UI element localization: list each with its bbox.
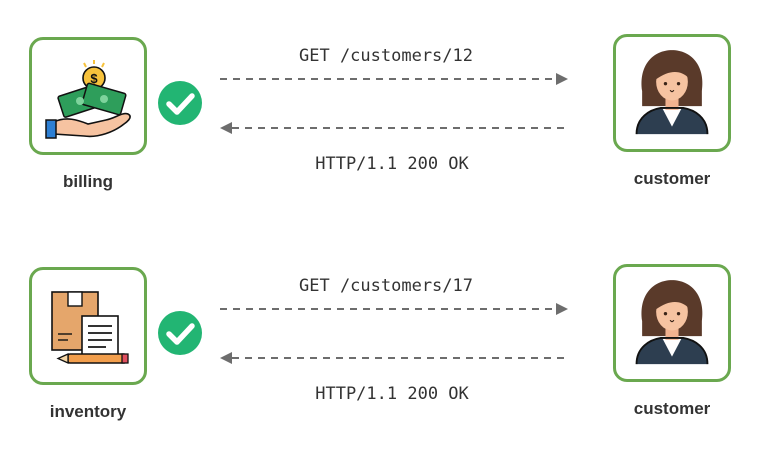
billing-label: billing [62,172,114,191]
woman-avatar-icon [635,279,709,365]
response-status: HTTP/1.1 200 OK [315,154,469,174]
woman-avatar-icon [635,49,709,135]
exchange-row-billing: $ billing GET /customers/12 HTTP/1.1 200… [0,0,784,200]
customer-box [613,34,731,152]
money-hand-icon: $ [45,60,131,139]
customer-label: customer [633,169,711,188]
exchange-row-inventory: inventory GET /customers/17 HTTP/1.1 200… [0,230,784,430]
customer-box [613,264,731,382]
success-check-icon [157,310,203,356]
response-status: HTTP/1.1 200 OK [315,384,469,404]
billing-service-box: $ [29,37,147,155]
response-arrow [220,122,568,134]
success-check-icon [157,80,203,126]
customer-label: customer [633,399,711,418]
request-line: GET /customers/17 [299,276,473,296]
response-arrow [220,352,568,364]
request-line: GET /customers/12 [299,46,473,66]
svg-text:$: $ [90,71,98,86]
inventory-label: inventory [49,402,127,421]
request-arrow [220,73,568,85]
inventory-service-box [29,267,147,385]
inventory-clipboard-icon [51,291,129,365]
request-arrow [220,303,568,315]
